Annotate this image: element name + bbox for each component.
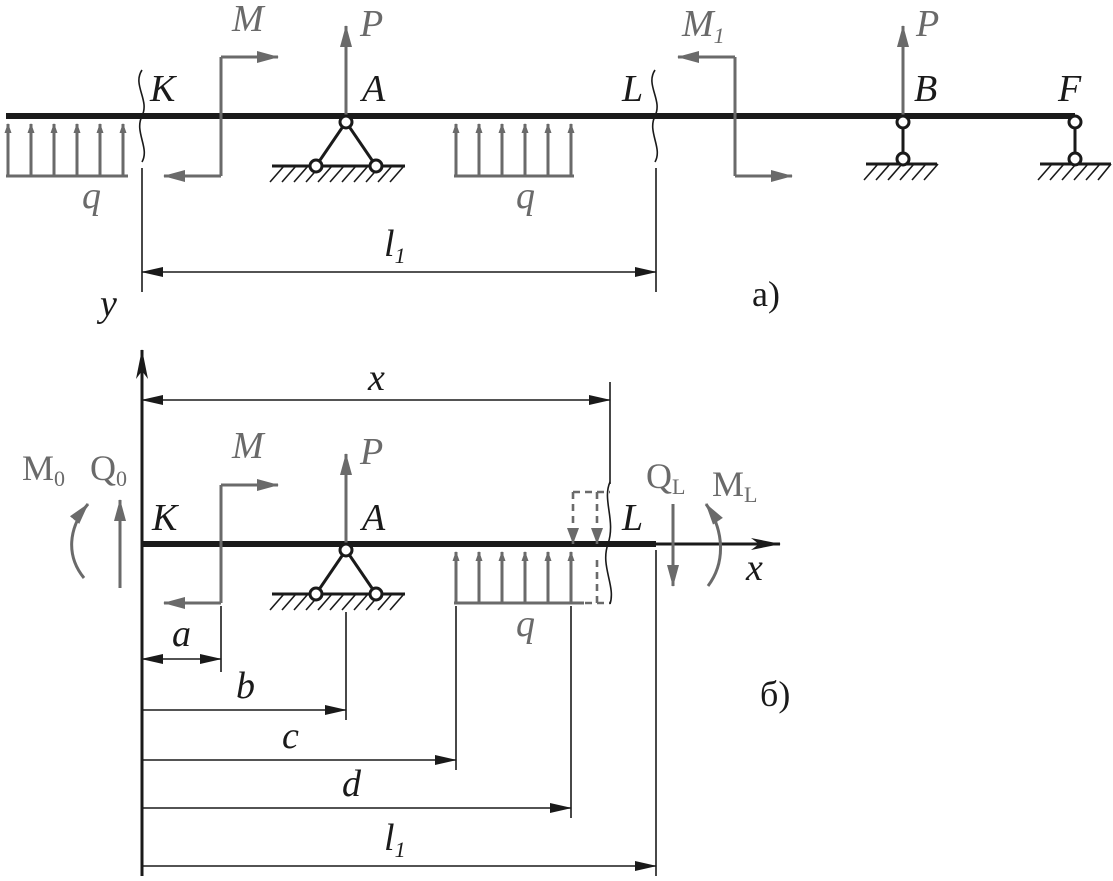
point-label-l: L [621,68,643,110]
axis-label-x: x [745,547,763,589]
span-label-l1: l1 [384,223,406,268]
roller-support-f [1037,114,1112,181]
distributed-load-b [452,551,584,605]
break-mark-l [651,69,659,163]
label-q0: Q0 [90,448,127,491]
dimension-label-d: d [342,763,362,805]
figure-a: K A L B F M M1 P P q q l1 y а) [4,0,1112,325]
label-ql: QL [646,456,685,499]
point-label-b: B [914,68,937,110]
point-label-l-b: L [621,497,643,539]
moment-ml-arrow [704,503,723,587]
load-label-q-b: q [516,603,535,645]
force-label-p-b: P [359,431,383,473]
moment-label-m1: M1 [681,3,725,48]
axis-label-y: y [96,283,117,325]
distributed-load-left [4,123,128,178]
dimension-label-l1: l1 [384,817,406,862]
dashed-section-element [567,481,613,605]
pin-support-a [269,114,405,183]
moment-m1-symbol [677,51,793,182]
dimension-label-c: c [282,715,299,757]
point-label-a: A [359,68,386,110]
point-label-k: K [149,68,177,110]
dimension-label-a: a [172,613,191,655]
moment-label-m-b: M [231,425,266,467]
figure-tag-b: б) [760,674,790,714]
roller-support-b [863,114,939,181]
force-label-p-b: P [915,3,939,45]
point-label-a-b: A [359,497,386,539]
moment-label-m: M [231,0,266,40]
break-mark-k [138,69,146,163]
force-label-p-a: P [359,3,383,45]
point-label-f: F [1057,68,1082,110]
moment-m-symbol [163,51,279,182]
moment-m-symbol-b [163,479,279,609]
dimension-label-x: x [367,357,385,399]
dimension-label-b: b [236,665,255,707]
label-ml: ML [712,464,757,507]
load-label-q-middle: q [516,175,535,217]
moment-m0-arrow [69,503,90,579]
load-label-q-left: q [82,175,101,217]
figure-b: K A L M P q x x a b c d l1 M0 Q0 QL ML б… [22,349,790,876]
figure-tag-a: а) [752,274,780,314]
distributed-load-middle [452,123,575,178]
label-m0: M0 [22,448,65,491]
pin-support-a-b [269,542,405,611]
point-label-k-b: K [151,497,179,539]
